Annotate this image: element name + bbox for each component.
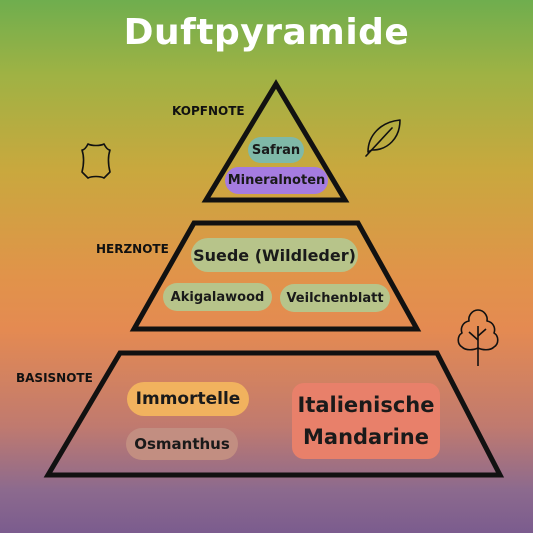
note-mineralnoten: Mineralnoten [225, 167, 328, 194]
tier-label-basisnote: BASISNOTE [16, 371, 93, 385]
note-osmanthus: Osmanthus [126, 428, 238, 460]
tier-label-herznote: HERZNOTE [96, 242, 169, 256]
tier-label-kopfnote: KOPFNOTE [172, 104, 245, 118]
note-safran: Safran [248, 137, 304, 163]
note-akigalawood: Akigalawood [163, 283, 272, 311]
note-suede: Suede (Wildleder) [191, 238, 358, 272]
tree-icon [457, 309, 499, 366]
note-immortelle: Immortelle [127, 382, 249, 416]
page-title: Duftpyramide [123, 12, 410, 53]
note-italienische-mandarine: Italienische Mandarine [292, 383, 440, 459]
leather-icon [81, 143, 111, 179]
pyramid-middle-tier [129, 220, 422, 332]
pyramid-base-tier [43, 350, 505, 478]
note-veilchenblatt: Veilchenblatt [280, 284, 390, 312]
pyramid-top-tier [201, 79, 350, 203]
leaf-icon [365, 119, 401, 157]
